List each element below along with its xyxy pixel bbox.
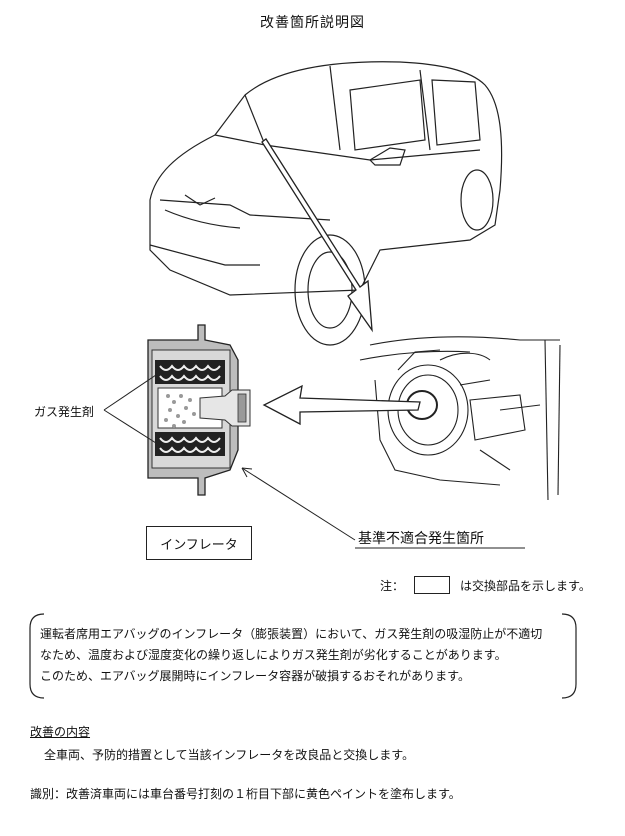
note-suffix: は交換部品を示します。: [460, 578, 591, 593]
inflator-label: インフレータ: [160, 537, 238, 553]
description-line-2: なため、温度および湿度変化の繰り返しによりガス発生剤が劣化することがあります。: [40, 648, 507, 662]
description-line-3: このため、エアバッグ展開時にインフレータ容器が破損するおそれがあります。: [40, 669, 470, 683]
gas-generant-leader-lines: [103, 374, 157, 444]
description-line-1: 運転者席用エアバッグのインフレータ（膨張装置）において、ガス発生剤の吸湿防止が不…: [40, 627, 543, 641]
car-illustration: [149, 61, 503, 346]
inflator-label-box: インフレータ: [146, 526, 252, 560]
description-box: 運転者席用エアバッグのインフレータ（膨張装置）において、ガス発生剤の吸湿防止が不…: [30, 614, 576, 698]
pointer-arrow-car: [261, 138, 373, 333]
replacement-part-swatch: [414, 576, 451, 594]
gas-generant-label: ガス発生剤: [34, 405, 95, 419]
legend-note: 注： は交換部品を示します。: [380, 576, 591, 594]
pointer-arrow-wheel: [262, 384, 421, 426]
note-prefix: 注：: [380, 578, 405, 593]
nonconforming-site-leader: [241, 467, 525, 549]
identification-text: 識別：改善済車両には車台番号打刻の１桁目下部に黄色ペイントを塗布します。: [30, 787, 461, 801]
description-bracket: [29, 613, 577, 699]
improvement-text: 全車両、予防的措置として当該インフレータを改良品と交換します。: [44, 748, 415, 762]
page-title: 改善箇所説明図: [260, 15, 365, 31]
inflator-cross-section: [147, 324, 251, 496]
improvement-heading: 改善の内容: [30, 725, 91, 739]
interior-illustration: [359, 336, 561, 501]
nonconforming-site-label: 基準不適合発生箇所: [358, 531, 484, 547]
